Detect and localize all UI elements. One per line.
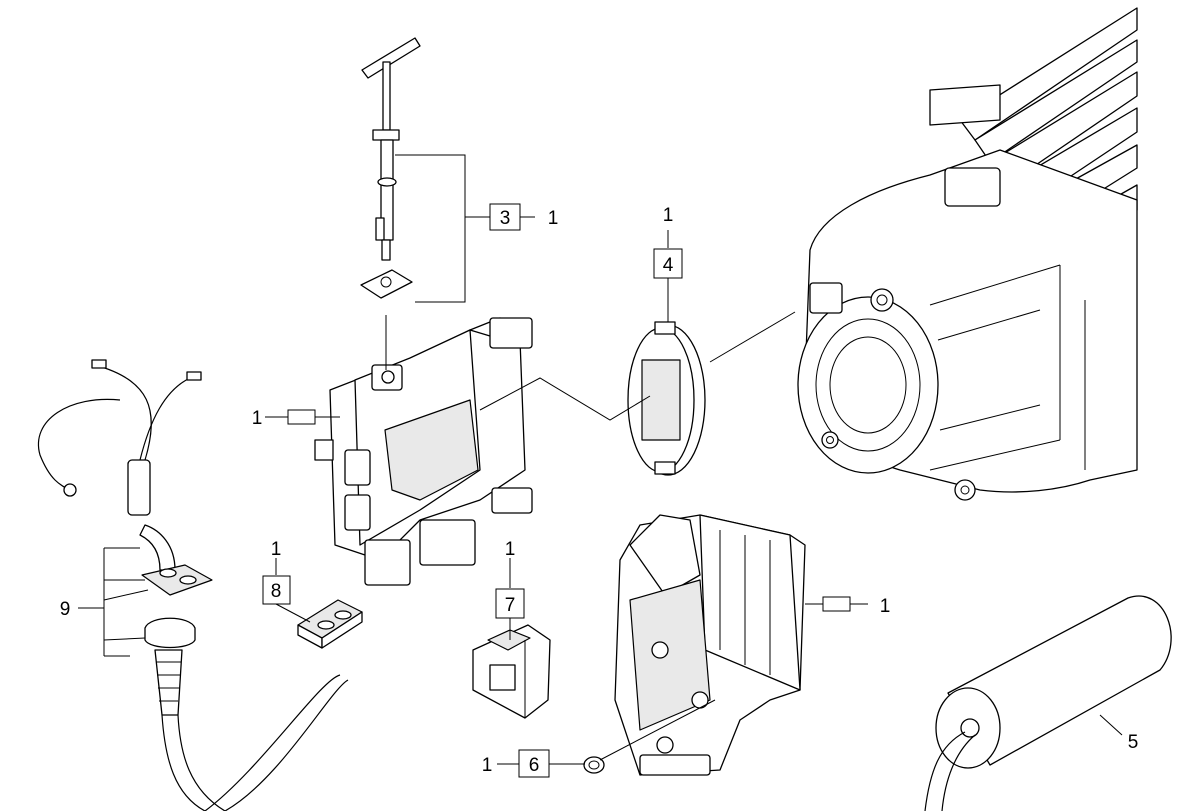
callout-4-qty: 1 (663, 205, 674, 226)
callout-5: 5 (1128, 732, 1139, 753)
callout-3-number: 3 (500, 208, 511, 229)
insert-part (297, 599, 363, 649)
callout-8-number: 8 (271, 581, 282, 602)
callout-8: 1 8 (262, 539, 291, 605)
callout-6: 1 6 (482, 749, 550, 778)
callout-7-number: 7 (505, 595, 516, 616)
callout-4-number: 4 (663, 255, 674, 276)
callout-box-qty: 1 (880, 596, 891, 617)
callout-8-qty: 1 (271, 539, 282, 560)
callout-6-qty: 1 (482, 755, 493, 776)
callout-4-box (653, 248, 683, 279)
switch-box-frame (314, 317, 533, 586)
power-cable-assembly (37, 359, 349, 811)
leader-lines (78, 154, 1123, 765)
nut-part (583, 756, 605, 774)
callout-6-box (518, 749, 550, 778)
callout-4: 1 4 (653, 205, 683, 279)
callout-9-number: 9 (60, 599, 71, 620)
electrical-box (614, 514, 806, 776)
callout-9: 9 (60, 599, 71, 620)
motor-housing (797, 7, 1138, 501)
callout-3: 3 1 (489, 203, 559, 231)
box-qty: 1 (880, 596, 891, 617)
callout-7: 1 7 (495, 539, 525, 619)
callout-8-box (262, 575, 291, 605)
callout-frame-qty: 1 (252, 408, 263, 429)
capacitor-part (924, 595, 1172, 811)
callout-3-box (489, 203, 521, 231)
motor-flange-opening (797, 296, 939, 474)
relay-part (472, 624, 551, 719)
callout-5-number: 5 (1128, 732, 1139, 753)
callout-7-qty: 1 (505, 539, 516, 560)
seal-ring-part (627, 321, 706, 476)
frame-qty: 1 (252, 408, 263, 429)
switch-shaft-assembly (360, 37, 421, 299)
callout-7-box (495, 588, 525, 619)
callout-6-number: 6 (529, 755, 540, 776)
callout-3-qty: 1 (548, 208, 559, 229)
